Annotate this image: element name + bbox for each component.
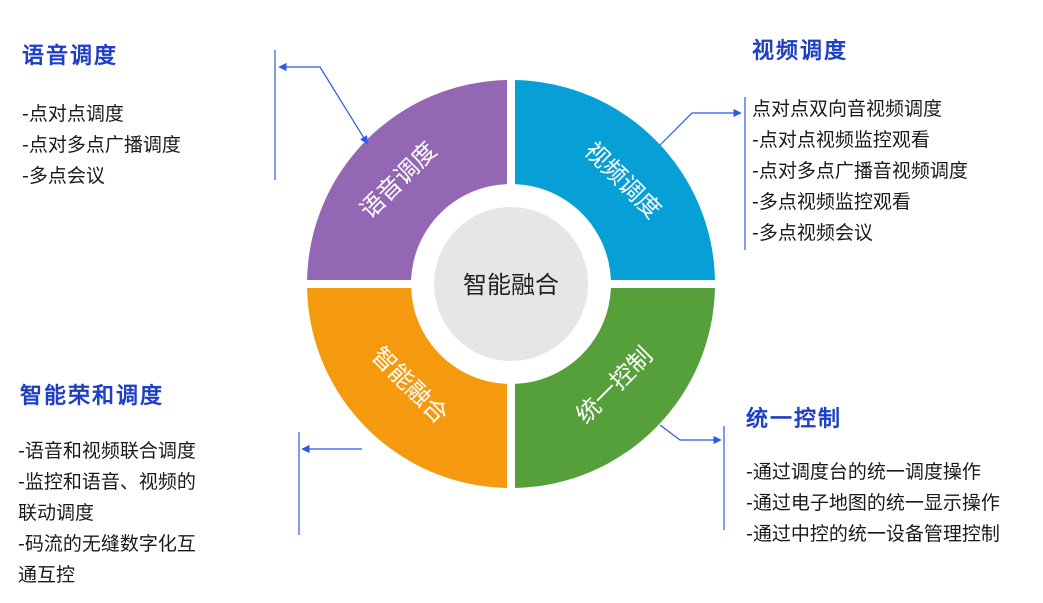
connector-voice-line [278,62,368,145]
connector-video-line [659,108,742,146]
connector-control-line [659,424,722,445]
list-item: -点对多点广播调度 [22,134,181,156]
panel-video-title: 视频调度 [752,39,849,64]
segment-unified-control [514,287,715,488]
list-item: -多点视频监控观看 [752,191,911,213]
panel-smart-list: -语音和视频联合调度 -监控和语音、视频的 联动调度 -码流的无缝数字化互 通互… [18,436,196,591]
list-item: -监控和语音、视频的 [18,471,196,493]
panel-video-list: 点对点双向音视频调度 -点对点视频监控观看 -点对多点广播音视频调度 -多点视频… [752,94,968,249]
panel-smart-title: 智能荣和调度 [20,384,165,409]
list-item: 通互控 [18,564,76,586]
list-item: -通过电子地图的统一显示操作 [746,492,1000,514]
panel-voice-title: 语音调度 [22,44,119,69]
list-item: -多点视频会议 [752,222,873,244]
list-item: -通过中控的统一设备管理控制 [746,523,1000,545]
panel-voice-list: -点对点调度 -点对多点广播调度 -多点会议 [22,99,181,192]
list-item: -点对点视频监控观看 [752,129,930,151]
list-item: 联动调度 [18,502,95,524]
list-item: -码流的无缝数字化互 [18,533,196,555]
list-item: 点对点双向音视频调度 [752,98,943,120]
list-item: -通过调度台的统一调度操作 [746,461,981,483]
segment-video-dispatch [514,80,715,281]
panel-control-list: -通过调度台的统一调度操作 -通过电子地图的统一显示操作 -通过中控的统一设备管… [746,457,1000,550]
panel-control-title: 统一控制 [746,407,843,432]
segment-smart-fusion [307,287,508,488]
segment-voice-dispatch [307,80,508,281]
list-item: -点对多点广播音视频调度 [752,160,968,182]
center-circle [434,207,588,361]
list-item: -多点会议 [22,165,105,187]
center-label: 智能融合 [463,271,559,299]
list-item: -语音和视频联合调度 [18,440,196,462]
connectors [274,50,746,535]
list-item: -点对点调度 [22,103,124,125]
